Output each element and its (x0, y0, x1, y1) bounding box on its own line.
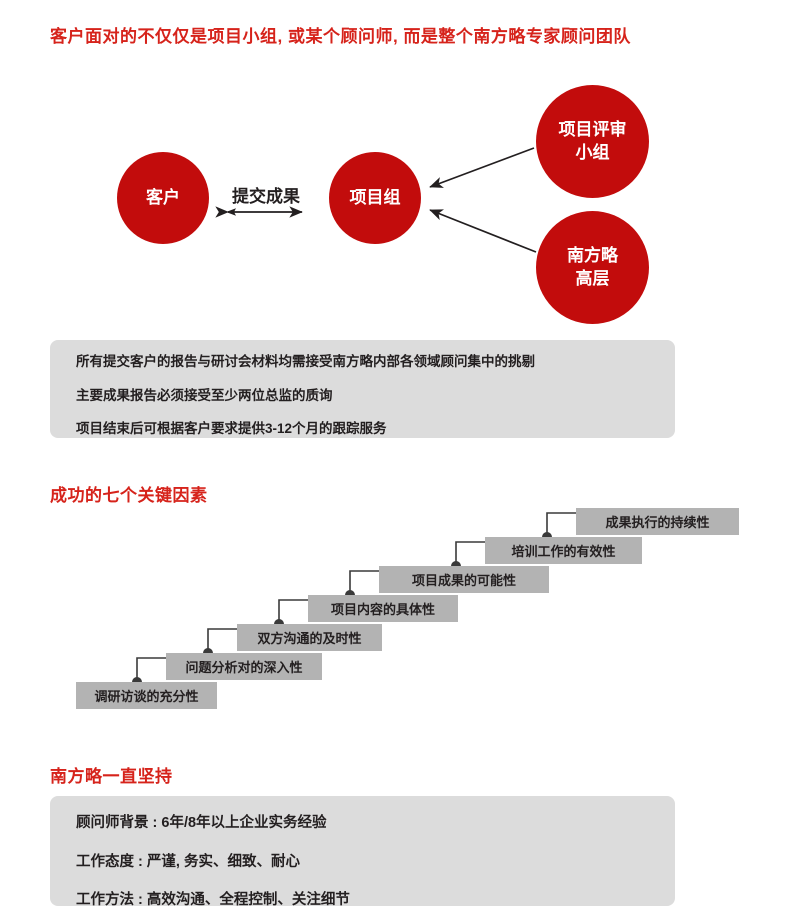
circle-client[interactable]: 客户 (117, 152, 209, 244)
circle-client-label: 客户 (146, 187, 180, 207)
section-title-insist: 南方略一直坚持 (50, 767, 173, 786)
circle-senior-management-label: 南方略 高层 (567, 245, 618, 289)
principle-line: 工作态度 : 严谨, 务实、细致、耐心 (76, 853, 300, 870)
commitment-line: 所有提交客户的报告与研讨会材料均需接受南方略内部各领域顾问集中的挑剔 (76, 354, 535, 369)
circle-project-team[interactable]: 项目组 (329, 152, 421, 244)
circle-review-line2: 小组 (575, 142, 610, 162)
circle-senior-line2: 高层 (575, 268, 610, 288)
commitment-line: 项目结束后可根据客户要求提供3-12个月的跟踪服务 (76, 421, 387, 436)
circle-senior-line1: 南方略 (567, 246, 618, 266)
diagram-connectors (215, 147, 537, 253)
staircase-step[interactable]: 问题分析对的深入性 (166, 653, 322, 680)
staircase-step[interactable]: 双方沟通的及时性 (237, 624, 382, 651)
quality-commitments-panel: 所有提交客户的报告与研讨会材料均需接受南方略内部各领域顾问集中的挑剔 主要成果报… (50, 340, 675, 438)
circle-review-line1: 项目评审 (558, 120, 627, 140)
page-title: 客户面对的不仅仅是项目小组, 或某个顾问师, 而是整个南方略专家顾问团队 (50, 27, 631, 46)
staircase-step[interactable]: 项目内容的具体性 (308, 595, 458, 622)
seven-factors-staircase: 调研访谈的充分性 问题分析对的深入性 双方沟通的及时性 项目内容的具体性 项目成… (0, 498, 800, 713)
principle-line: 工作方法 : 高效沟通、全程控制、关注细节 (76, 892, 350, 908)
staircase-step[interactable]: 项目成果的可能性 (379, 566, 549, 593)
principles-panel: 顾问师背景 : 6年/8年以上企业实务经验 工作态度 : 严谨, 务实、细致、耐… (50, 796, 675, 908)
commitment-line: 主要成果报告必须接受至少两位总监的质询 (76, 387, 333, 403)
principle-line: 顾问师背景 : 6年/8年以上企业实务经验 (76, 815, 327, 831)
staircase-step[interactable]: 调研访谈的充分性 (76, 682, 217, 709)
circle-project-team-label: 项目组 (349, 187, 401, 207)
staircase-step[interactable]: 培训工作的有效性 (485, 537, 642, 564)
circle-senior-management[interactable]: 南方略 高层 (536, 211, 649, 324)
team-structure-diagram: 客户 项目组 项目评审 小组 南方略 高层 提交成果 (0, 70, 800, 340)
section-title-seven-factors: 成功的七个关键因素 (50, 486, 208, 505)
staircase-step[interactable]: 成果执行的持续性 (576, 508, 739, 535)
circle-review-panel-label: 项目评审 小组 (559, 119, 627, 163)
deliverable-arrow-label: 提交成果 (232, 187, 300, 206)
circle-review-panel[interactable]: 项目评审 小组 (536, 85, 649, 198)
